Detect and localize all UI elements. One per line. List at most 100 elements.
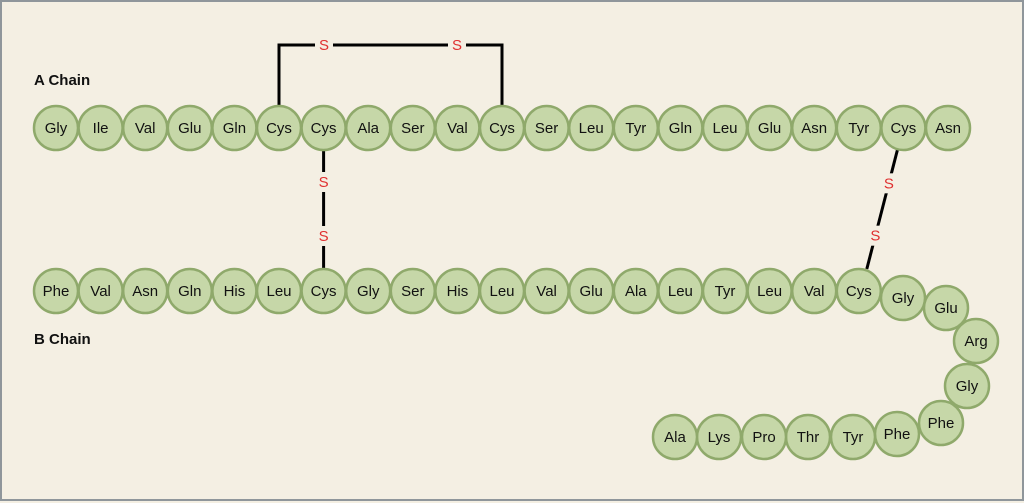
a-residue-8: Ala: [344, 104, 392, 152]
a-residue-5-label: Gln: [223, 120, 246, 137]
b-residue-27: Thr: [784, 413, 832, 461]
b-residue-8: Gly: [344, 267, 392, 315]
b-residue-30: Ala: [651, 413, 699, 461]
b-residue-7: Cys: [300, 267, 347, 315]
b-residue-6-label: Leu: [266, 283, 291, 300]
b-residue-18: Val: [790, 267, 838, 315]
b-residue-19-circle: [835, 267, 883, 315]
bond-a20-b19-line: [865, 149, 899, 270]
a-residue-3: Val: [121, 104, 169, 152]
a-residue-13: Leu: [567, 104, 615, 152]
b-residue-30-label: Ala: [664, 429, 686, 446]
b-residue-7-label: Cys: [311, 283, 337, 300]
a-residue-18: Asn: [790, 104, 838, 152]
b-residue-20-label: Gly: [892, 290, 915, 307]
b-residue-23: Gly: [943, 362, 991, 410]
a-residue-9: Ser: [389, 104, 437, 152]
b-residue-9: Ser: [389, 267, 437, 315]
b-residue-16: Tyr: [701, 267, 749, 315]
b-residue-21: Glu: [922, 284, 970, 332]
b-residue-22: Arg: [952, 317, 1000, 365]
b-residue-9-label: Ser: [401, 283, 424, 300]
b-residue-3: Asn: [121, 267, 169, 315]
b-residue-21-label: Glu: [934, 300, 957, 317]
b-residue-10-label: His: [447, 283, 469, 300]
svg-text:S: S: [452, 37, 462, 54]
b-residue-12: Val: [523, 267, 570, 315]
a-residue-7-label: Cys: [311, 120, 337, 137]
b-residue-20: Gly: [879, 274, 927, 322]
b-residue-4-label: Gln: [178, 283, 201, 300]
b-residue-28: Pro: [740, 413, 788, 461]
a-residue-16-label: Leu: [712, 120, 737, 137]
a-residue-12-label: Ser: [535, 120, 558, 137]
a-residue-11-label: Cys: [489, 120, 515, 137]
b-residue-1: Phe: [32, 267, 80, 315]
a-residue-11: Cys: [478, 104, 526, 152]
b-residue-11-label: Leu: [489, 283, 514, 300]
a-residue-15: Gln: [657, 104, 704, 152]
b-residue-26: Tyr: [829, 413, 877, 461]
a-residue-1-label: Gly: [45, 120, 68, 137]
b-residue-18-label: Val: [804, 283, 825, 300]
b-residue-22-label: Arg: [964, 333, 987, 350]
b-residue-22-circle: [952, 317, 1000, 365]
b-residue-17: Leu: [746, 267, 793, 315]
b-residue-11: Leu: [478, 267, 526, 315]
a-residue-17: Glu: [746, 104, 793, 152]
b-residue-24-label: Phe: [928, 415, 955, 432]
a-residue-3-label: Val: [135, 120, 156, 137]
b-residue-14-label: Ala: [625, 283, 647, 300]
b-residue-21-circle: [922, 284, 970, 332]
a-residue-21-circle: [924, 104, 972, 152]
b-residue-26-label: Tyr: [843, 429, 864, 446]
svg-text:S: S: [319, 228, 329, 245]
a-chain-label: A Chain: [34, 72, 91, 89]
a-residue-4-label: Glu: [178, 120, 201, 137]
b-residue-15-label: Leu: [668, 283, 693, 300]
b-residue-5: His: [211, 267, 258, 315]
b-residue-3-label: Asn: [132, 283, 158, 300]
b-residue-19-label: Cys: [846, 283, 872, 300]
a-residue-19-label: Tyr: [848, 120, 869, 137]
bond-intra-a-line: [277, 43, 504, 106]
a-residue-16: Leu: [701, 104, 749, 152]
a-residue-1: Gly: [32, 104, 80, 152]
a-residue-6: Cys: [255, 104, 303, 152]
b-residue-28-label: Pro: [752, 429, 775, 446]
b-residue-20-circle: [879, 274, 927, 322]
b-residue-25-label: Phe: [884, 426, 911, 443]
b-residue-2: Val: [77, 267, 124, 315]
b-residue-16-label: Tyr: [715, 283, 736, 300]
svg-text:S: S: [319, 174, 329, 191]
b-residue-4: Gln: [166, 267, 214, 315]
a-residue-4: Glu: [166, 104, 214, 152]
sulfur-a6: S: [315, 35, 333, 55]
a-residue-13-label: Leu: [579, 120, 604, 137]
a-residue-17-label: Glu: [758, 120, 781, 137]
b-residue-8-label: Gly: [357, 283, 380, 300]
a-residue-8-label: Ala: [357, 120, 379, 137]
b-residue-23-circle: [943, 362, 991, 410]
b-residue-1-label: Phe: [43, 283, 70, 300]
a-residue-20-label: Cys: [890, 120, 916, 137]
a-residue-5: Gln: [211, 104, 258, 152]
a-residue-15-label: Gln: [669, 120, 692, 137]
b-residue-5-label: His: [224, 283, 246, 300]
b-residue-30-circle: [651, 413, 699, 461]
b-residue-2-label: Val: [90, 283, 111, 300]
b-residue-12-label: Val: [536, 283, 557, 300]
b-residue-19: Cys: [835, 267, 883, 315]
b-residue-24-circle: [917, 399, 965, 447]
sulfur-a20: S: [879, 173, 898, 194]
a-residue-21-label: Asn: [935, 120, 961, 137]
b-residue-13-label: Glu: [580, 283, 603, 300]
a-residue-12: Ser: [523, 104, 570, 152]
b-residue-14: Ala: [612, 267, 660, 315]
a-residue-20: Cys: [880, 104, 927, 152]
a-residue-2: Ile: [77, 104, 124, 152]
sulfur-b7: S: [314, 226, 333, 246]
